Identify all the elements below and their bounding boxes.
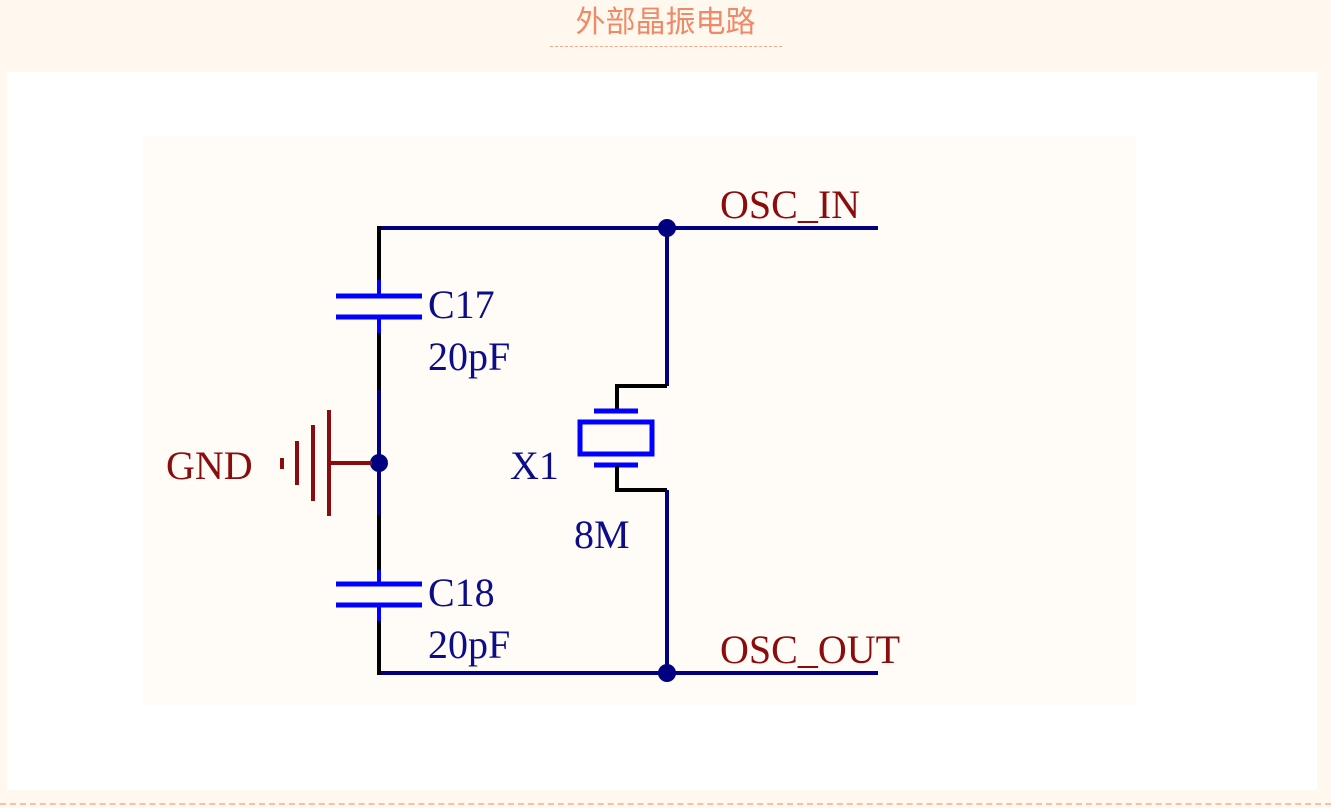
- capacitor-c17: C17 20pF: [336, 226, 510, 390]
- osc-in-net: OSC_IN: [379, 182, 878, 237]
- osc-out-net: OSC_OUT: [379, 627, 900, 682]
- crystal-x1: X1 8M: [510, 228, 669, 673]
- c18-designator: C18: [428, 570, 495, 615]
- osc-in-label: OSC_IN: [720, 182, 860, 227]
- title-bar: 外部晶振电路: [0, 0, 1331, 70]
- c18-value: 20pF: [428, 622, 510, 667]
- capacitor-c18: C18 20pF: [336, 515, 510, 675]
- osc-out-label: OSC_OUT: [720, 627, 900, 672]
- ground-symbol: GND: [166, 410, 372, 516]
- x1-value: 8M: [574, 512, 630, 557]
- gnd-label: GND: [166, 443, 253, 488]
- page-title: 外部晶振电路: [549, 4, 782, 47]
- x1-crystal-body: [577, 419, 655, 457]
- x1-pin-bottom: [615, 466, 667, 492]
- c17-value: 20pF: [428, 334, 510, 379]
- x1-designator: X1: [510, 443, 559, 488]
- bottom-divider: [0, 803, 1331, 805]
- c17-designator: C17: [428, 282, 495, 327]
- gnd-junction: [370, 454, 388, 472]
- x1-pin-top: [615, 384, 667, 410]
